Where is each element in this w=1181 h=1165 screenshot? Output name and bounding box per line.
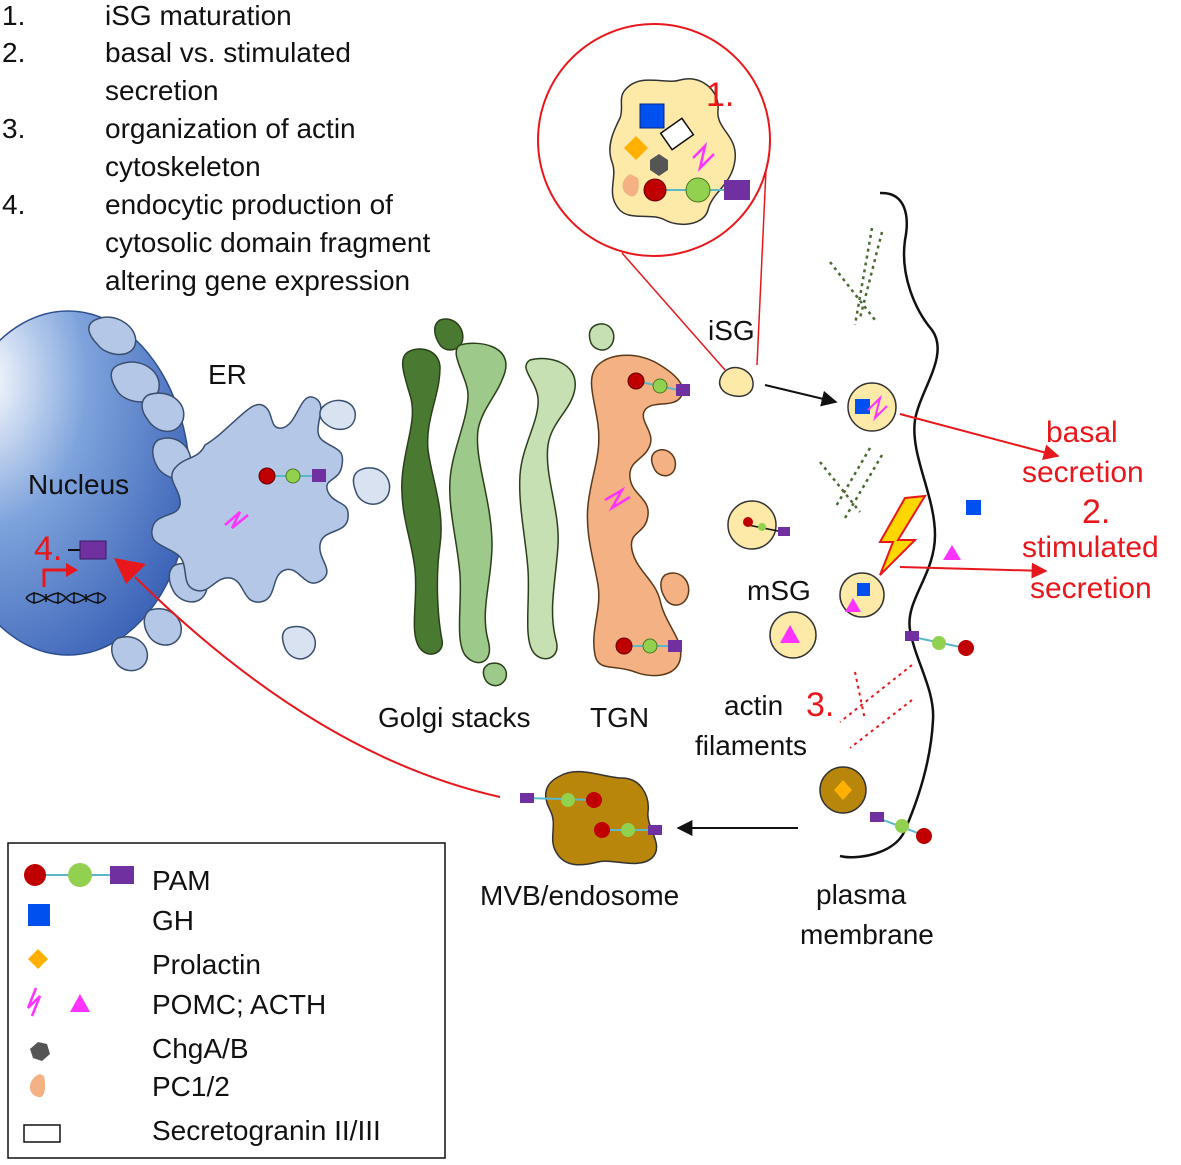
plasma-membrane xyxy=(839,191,939,859)
list-number-4: 4. xyxy=(2,189,25,220)
pam-in-tgn-bottom xyxy=(615,637,682,655)
er-body xyxy=(151,396,349,603)
list-number-3: 3. xyxy=(2,113,25,144)
stimulated-label-line-2: secretion xyxy=(1030,572,1152,605)
legend-label-secretogranin: Secretogranin II/III xyxy=(152,1115,381,1146)
er-vesicles xyxy=(281,399,391,660)
mvb-label: MVB/endosome xyxy=(480,880,679,911)
zoom-line-right xyxy=(756,169,767,366)
secretogranin-rect-icon xyxy=(23,1124,61,1143)
isg-to-msg-arrow xyxy=(764,384,838,407)
actin-label-line-1: actin xyxy=(724,690,783,721)
pc12-icon xyxy=(29,1074,46,1098)
legend-label-chga: ChgA/B xyxy=(152,1033,249,1064)
endocytic-vesicle xyxy=(819,766,867,814)
dna-icon xyxy=(25,592,107,604)
marker-4: 4. xyxy=(34,530,62,568)
secretogranin-in-isg xyxy=(659,117,695,151)
numbered-list: 1. iSG maturation 2. basal vs. stimulate… xyxy=(2,0,430,296)
isg-small xyxy=(718,366,754,398)
legend: PAM GH Prolactin POMC; ACTH ChgA/B PC1/2… xyxy=(7,842,446,1159)
pam-in-mvb-1 xyxy=(520,792,602,808)
pam-on-membrane-upper xyxy=(905,631,974,656)
mvb-endosome xyxy=(544,770,658,866)
legend-label-gh: GH xyxy=(152,905,194,936)
chga-hexagon-icon xyxy=(30,1042,50,1061)
list-item-2-line-2: secretion xyxy=(105,75,219,106)
actin-filaments-green xyxy=(819,227,884,519)
list-item-3-line-2: cytoskeleton xyxy=(105,151,261,182)
gh-square-icon xyxy=(28,904,50,926)
pam-in-mvb-2 xyxy=(594,822,662,838)
er-label: ER xyxy=(208,359,247,390)
basal-label-line-2: secretion xyxy=(1022,456,1144,489)
secreted-acth xyxy=(943,545,961,560)
plasma-label-line-1: plasma xyxy=(816,879,907,910)
stimulated-secretion-arrow xyxy=(899,562,1048,579)
plasma-label-line-2: membrane xyxy=(800,919,934,950)
chga-in-isg xyxy=(650,154,668,176)
list-item-4-line-2: cytosolic domain fragment xyxy=(105,227,430,258)
pomc-acth-icon xyxy=(26,987,90,1017)
marker-1: 1. xyxy=(706,76,734,114)
prolactin-in-isg xyxy=(624,136,648,160)
msg-vesicle-basal xyxy=(847,382,897,432)
pomc-in-tgn xyxy=(604,486,631,512)
pam-on-membrane-lower xyxy=(870,812,932,844)
pomc-in-er xyxy=(224,511,249,529)
stimulated-label-line-1: stimulated xyxy=(1022,531,1159,564)
list-number-2: 2. xyxy=(2,37,25,68)
legend-label-pam: PAM xyxy=(152,865,211,896)
gh-in-isg xyxy=(639,103,665,129)
nucleus-label: Nucleus xyxy=(28,469,129,500)
actin-filaments-red xyxy=(839,664,913,749)
list-item-4-line-1: endocytic production of xyxy=(105,189,393,220)
list-number-1: 1. xyxy=(2,0,25,31)
prolactin-diamond-icon xyxy=(28,949,48,969)
basal-secretion-arrow xyxy=(899,413,1060,461)
zoom-line-left xyxy=(621,252,726,371)
tgn xyxy=(586,354,684,677)
pam-icon xyxy=(24,863,134,887)
lightning-bolt-icon xyxy=(878,494,927,576)
list-item-1-line-1: iSG maturation xyxy=(105,0,292,31)
list-item-3-line-1: organization of actin xyxy=(105,113,356,144)
msg-vesicle-acth xyxy=(769,611,817,659)
list-item-4-line-3: altering gene expression xyxy=(105,265,410,296)
pomc-in-isg xyxy=(692,142,715,172)
legend-label-pc: PC1/2 xyxy=(152,1071,230,1102)
golgi-label: Golgi stacks xyxy=(378,702,531,733)
pc-in-isg xyxy=(622,174,639,197)
pam-in-er xyxy=(258,467,326,485)
tgn-label: TGN xyxy=(590,702,649,733)
actin-label-line-2: filaments xyxy=(695,730,807,761)
marker-2: 2. xyxy=(1082,493,1110,531)
msg-vesicle-pam xyxy=(727,500,790,550)
mvb-to-nucleus-arrow xyxy=(134,576,501,798)
pam-in-isg xyxy=(643,177,750,203)
msg-vesicle-stimulated xyxy=(839,572,885,618)
tgn-vesicles xyxy=(650,448,690,606)
isg-label: iSG xyxy=(708,315,755,346)
mvb-to-nucleus-arrowhead xyxy=(114,558,146,584)
list-item-2-line-1: basal vs. stimulated xyxy=(105,37,351,68)
basal-label-line-1: basal xyxy=(1046,416,1118,449)
legend-label-prolactin: Prolactin xyxy=(152,949,261,980)
marker-3: 3. xyxy=(806,686,834,724)
msg-label: mSG xyxy=(747,575,811,606)
pam-in-tgn-top xyxy=(627,372,690,396)
secreted-gh xyxy=(966,500,981,515)
golgi-stacks xyxy=(401,318,615,687)
legend-label-pomc-acth: POMC; ACTH xyxy=(152,989,326,1020)
